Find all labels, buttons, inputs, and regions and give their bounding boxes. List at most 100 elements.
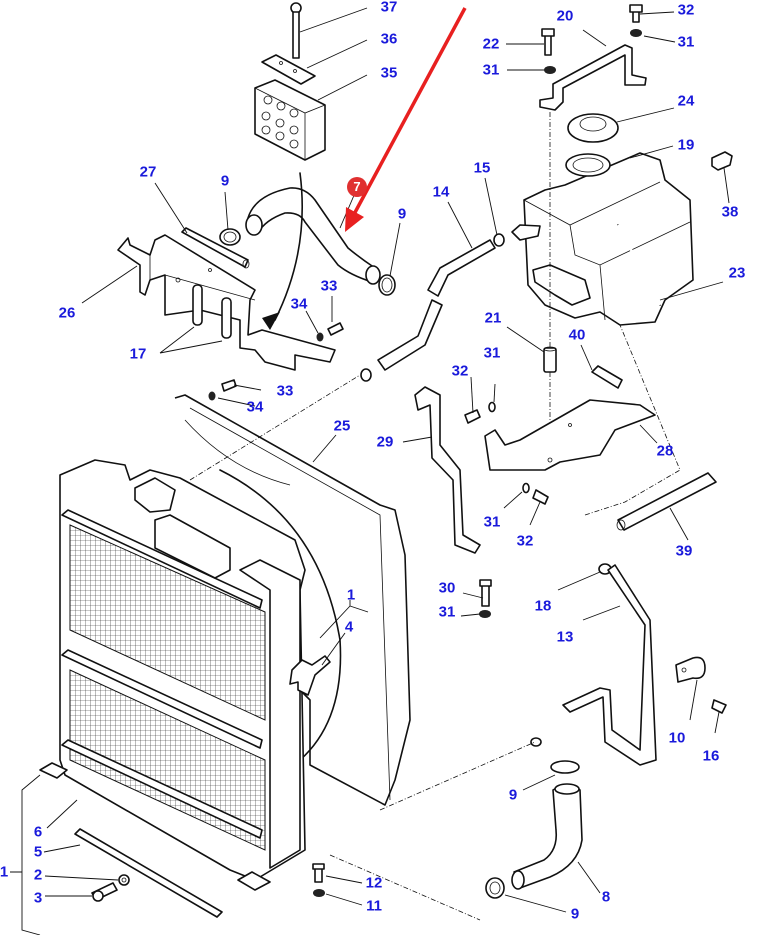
callout-32[interactable]: 32 bbox=[516, 532, 534, 550]
callout-4[interactable]: 4 bbox=[344, 618, 354, 636]
clip-near-shroud bbox=[360, 368, 372, 382]
upper-hose-7 bbox=[245, 187, 381, 285]
callout-3[interactable]: 3 bbox=[33, 889, 43, 907]
hose-clamp-9-lower bbox=[485, 877, 505, 899]
routing-arrow bbox=[274, 172, 304, 321]
callout-28[interactable]: 28 bbox=[656, 442, 674, 460]
hose-39 bbox=[616, 472, 717, 531]
callout-10[interactable]: 10 bbox=[668, 729, 686, 747]
callout-22[interactable]: 22 bbox=[482, 35, 500, 53]
grommet-block-35 bbox=[254, 79, 326, 161]
callout-8[interactable]: 8 bbox=[601, 888, 611, 906]
callout-6[interactable]: 6 bbox=[33, 823, 43, 841]
callout-1[interactable]: 1 bbox=[346, 586, 356, 604]
bolt-30 bbox=[479, 579, 492, 607]
bolt-33-upper bbox=[327, 322, 344, 336]
callout-35[interactable]: 35 bbox=[380, 64, 398, 82]
washer-31-e bbox=[479, 610, 491, 618]
callout-24[interactable]: 24 bbox=[677, 92, 695, 110]
callout-5[interactable]: 5 bbox=[33, 843, 43, 861]
tank-strap-20 bbox=[539, 44, 647, 111]
callout-33[interactable]: 33 bbox=[276, 382, 294, 400]
highlight-badge-7[interactable]: 7 bbox=[347, 177, 367, 197]
bolt-37 bbox=[290, 2, 302, 59]
expansion-tank-19 bbox=[511, 152, 694, 326]
rubber-pad-40 bbox=[591, 365, 623, 389]
hose-clip-15 bbox=[493, 233, 505, 247]
clip-near-hose-13 bbox=[530, 737, 542, 747]
hose-13 bbox=[562, 564, 657, 766]
callout-9[interactable]: 9 bbox=[220, 172, 230, 190]
callout-25[interactable]: 25 bbox=[333, 417, 351, 435]
callout-18[interactable]: 18 bbox=[534, 597, 552, 615]
bolt-22 bbox=[541, 28, 555, 56]
callout-31[interactable]: 31 bbox=[483, 513, 501, 531]
clamp-plate-36 bbox=[261, 54, 316, 85]
alignment-line-shroud bbox=[189, 374, 361, 481]
spacer-21 bbox=[543, 346, 557, 373]
bolt-32-c bbox=[532, 489, 549, 505]
drain-valve-4 bbox=[289, 655, 331, 696]
washer-31-a bbox=[544, 66, 556, 74]
rod-5 bbox=[74, 828, 223, 918]
bolt-32-a bbox=[629, 4, 643, 23]
plug-38 bbox=[711, 151, 733, 171]
support-bracket-29 bbox=[414, 386, 481, 554]
callout-20[interactable]: 20 bbox=[556, 7, 574, 25]
callout-36[interactable]: 36 bbox=[380, 30, 398, 48]
callout-27[interactable]: 27 bbox=[139, 163, 157, 181]
clip-10 bbox=[675, 656, 706, 683]
callout-17[interactable]: 17 bbox=[129, 345, 147, 363]
callout-29[interactable]: 29 bbox=[376, 433, 394, 451]
alignment-line-lower-2 bbox=[329, 854, 481, 921]
callout-31[interactable]: 31 bbox=[482, 61, 500, 79]
radiator-1 bbox=[59, 459, 306, 881]
washer-34-upper bbox=[316, 332, 324, 342]
callout-26[interactable]: 26 bbox=[58, 304, 76, 322]
routing-arrow-head bbox=[262, 312, 280, 330]
mounting-foot-right bbox=[237, 871, 271, 891]
callout-12[interactable]: 12 bbox=[365, 874, 383, 892]
callout-23[interactable]: 23 bbox=[728, 264, 746, 282]
callout-14[interactable]: 14 bbox=[432, 183, 450, 201]
callout-9[interactable]: 9 bbox=[397, 205, 407, 223]
filler-cap-24 bbox=[567, 113, 619, 143]
callout-38[interactable]: 38 bbox=[721, 203, 739, 221]
callout-21[interactable]: 21 bbox=[484, 309, 502, 327]
routing-line-39 bbox=[584, 324, 681, 516]
callout-34[interactable]: 34 bbox=[290, 295, 308, 313]
callout-1[interactable]: 1 bbox=[0, 863, 9, 881]
callout-30[interactable]: 30 bbox=[438, 579, 456, 597]
drain-plug-3 bbox=[91, 882, 118, 902]
washer-31-c bbox=[488, 401, 496, 413]
callout-15[interactable]: 15 bbox=[473, 159, 491, 177]
callout-31[interactable]: 31 bbox=[677, 33, 695, 51]
callout-19[interactable]: 19 bbox=[677, 136, 695, 154]
callout-2[interactable]: 2 bbox=[33, 866, 43, 884]
callout-32[interactable]: 32 bbox=[451, 362, 469, 380]
hose-clamp-9-upper-right bbox=[378, 274, 396, 296]
callout-9[interactable]: 9 bbox=[570, 905, 580, 923]
callout-40[interactable]: 40 bbox=[568, 326, 586, 344]
callout-9[interactable]: 9 bbox=[508, 786, 518, 804]
bolt-16 bbox=[711, 699, 727, 714]
callout-39[interactable]: 39 bbox=[675, 542, 693, 560]
callout-32[interactable]: 32 bbox=[677, 1, 695, 19]
washer-31-b bbox=[630, 29, 642, 37]
callout-16[interactable]: 16 bbox=[702, 747, 720, 765]
lower-hose-8 bbox=[511, 783, 583, 890]
callout-37[interactable]: 37 bbox=[380, 0, 398, 16]
callout-13[interactable]: 13 bbox=[556, 628, 574, 646]
bolt-33-lower bbox=[221, 379, 237, 392]
mounting-foot-6 bbox=[39, 762, 68, 779]
callout-31[interactable]: 31 bbox=[483, 344, 501, 362]
callout-33[interactable]: 33 bbox=[320, 277, 338, 295]
nut-2 bbox=[118, 874, 130, 886]
hose-14 bbox=[377, 239, 496, 371]
callout-31[interactable]: 31 bbox=[438, 603, 456, 621]
callout-11[interactable]: 11 bbox=[366, 897, 382, 915]
washer-31-d bbox=[522, 482, 530, 494]
callout-34[interactable]: 34 bbox=[246, 398, 264, 416]
